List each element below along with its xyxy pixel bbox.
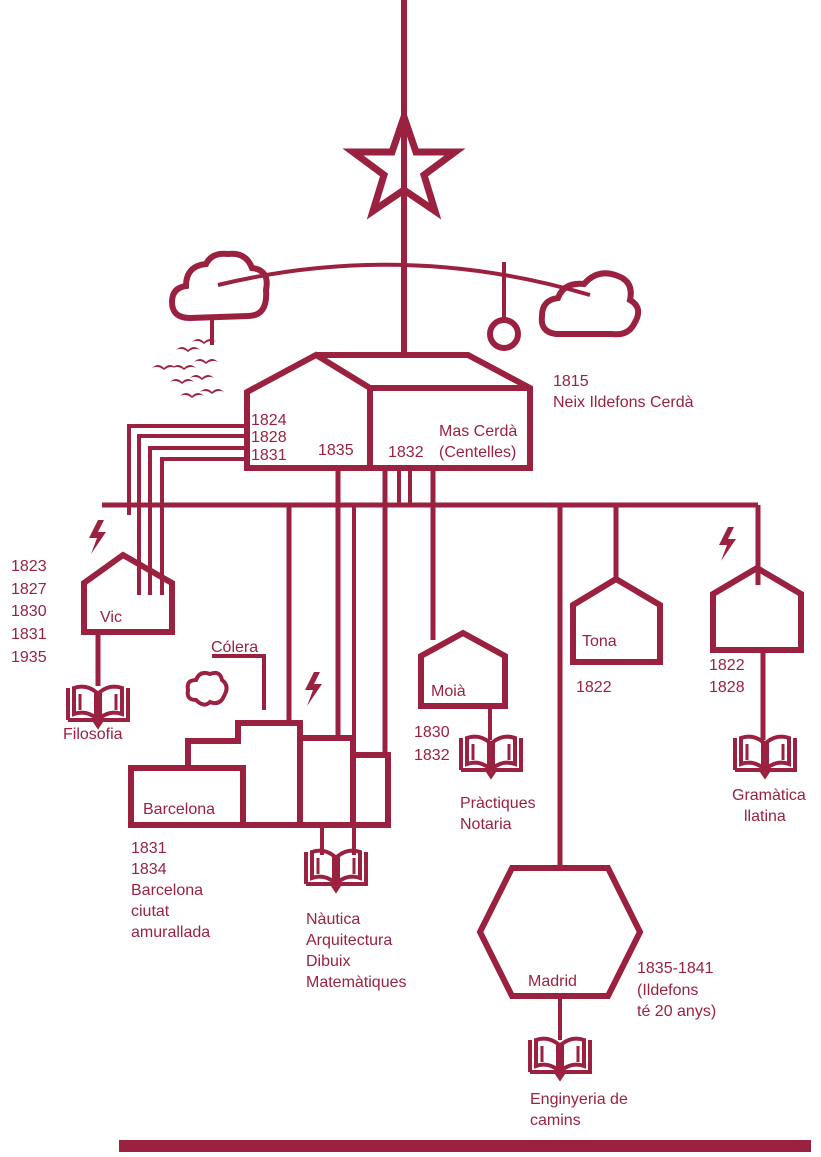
madrid-name: Madrid [528,973,577,990]
vic-year: 1823 [11,558,47,575]
vic-year: 1935 [11,649,47,666]
barcelona-subject: Nàutica [306,911,360,928]
open-book-icon [66,684,130,728]
vic-subject: Filosofia [63,726,123,743]
sun-ring-icon [487,317,521,351]
madrid-subject: camins [530,1112,581,1129]
home-year: 1832 [388,444,424,461]
tona-year: 1822 [576,679,612,696]
home-year: 1824 [251,412,287,429]
open-book-icon [528,1036,592,1080]
barcelona-year: 1834 [131,861,167,878]
barcelona-note: amurallada [131,924,210,941]
vic-house [81,551,175,635]
vic-year: 1830 [11,603,47,620]
madrid-note: té 20 anys) [637,1003,716,1020]
barcelona-subject: Dibuix [306,953,350,970]
lightning-icon [89,520,106,554]
right-house-subject: llatina [744,808,786,825]
open-book-icon [459,734,523,778]
right-house-year: 1828 [709,679,745,696]
tona-house [570,575,663,665]
madrid-years: 1835-1841 [637,960,714,977]
madrid-hexagon [476,865,644,999]
birth-year: 1815 [553,373,589,390]
vic-name: Vic [100,609,122,626]
vic-year: 1831 [11,626,47,643]
home-year: 1835 [318,442,354,459]
madrid-note: (Ildefons [637,982,698,999]
star-icon [342,106,466,220]
tona-name: Tona [582,633,617,650]
moia-name: Moià [431,683,466,700]
home-year: 1828 [251,429,287,446]
right-house-year: 1822 [709,657,745,674]
home-town: (Centelles) [439,444,516,461]
home-year: 1831 [251,447,287,464]
right-house-subject: Gramàtica [732,787,806,804]
lightning-icon [305,672,322,706]
barcelona-name: Barcelona [143,801,215,818]
home-place: Mas Cerdà [439,423,517,440]
madrid-subject: Enginyeria de [530,1091,628,1108]
open-book-icon [304,848,368,892]
open-book-icon [733,734,797,778]
cloud-icon [538,270,642,338]
barcelona-year: 1831 [131,840,167,857]
barcelona-note: Barcelona [131,882,203,899]
birds-icon [152,339,224,398]
moia-subject: Notaria [460,816,512,833]
cholera-cloud-icon [185,670,229,707]
cholera-label: Cólera [211,639,258,656]
home-house [244,351,373,471]
vic-year: 1827 [11,581,47,598]
moia-subject: Pràctiques [460,795,536,812]
lightning-icon [719,527,736,561]
barcelona-subject: Arquitectura [306,932,392,949]
right-house [710,564,804,653]
birth-text: Neix Ildefons Cerdà [553,394,694,411]
moia-year: 1832 [414,747,450,764]
barcelona-note: ciutat [131,903,170,920]
cloud-icon [168,250,270,322]
moia-year: 1830 [414,724,450,741]
barcelona-subject: Matemàtiques [306,974,407,991]
